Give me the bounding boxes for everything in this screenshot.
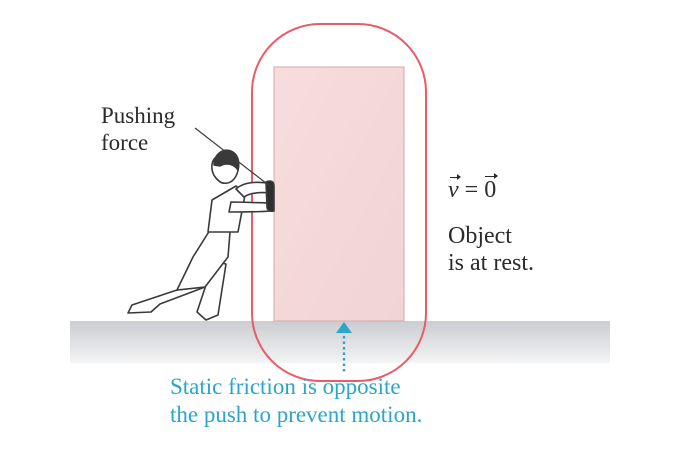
velocity-symbol: v [448, 173, 461, 203]
friction-arrow-icon [336, 322, 352, 372]
box [273, 66, 405, 322]
object-at-rest-label: Object is at rest. [448, 223, 534, 277]
person-pushing-icon [127, 149, 275, 321]
pushing-force-leader [194, 127, 272, 188]
ground [70, 321, 610, 363]
pushing-force-label-line1: Pushing [101, 103, 176, 128]
static-friction-caption-line2: the push to prevent motion. [170, 402, 423, 427]
zero-vector: 0 [484, 172, 499, 203]
velocity-equation: v = 0 [448, 172, 499, 203]
static-friction-caption-line1: Static friction is opposite [170, 374, 401, 399]
object-at-rest-line1: Object [448, 223, 512, 249]
static-friction-caption: Static friction is opposite the push to … [170, 373, 422, 429]
object-at-rest-line2: is at rest. [448, 250, 534, 276]
pushing-force-label-line2: force [101, 130, 149, 155]
pushing-force-label: Pushing force [101, 102, 175, 156]
velocity-equals: = [458, 177, 485, 203]
